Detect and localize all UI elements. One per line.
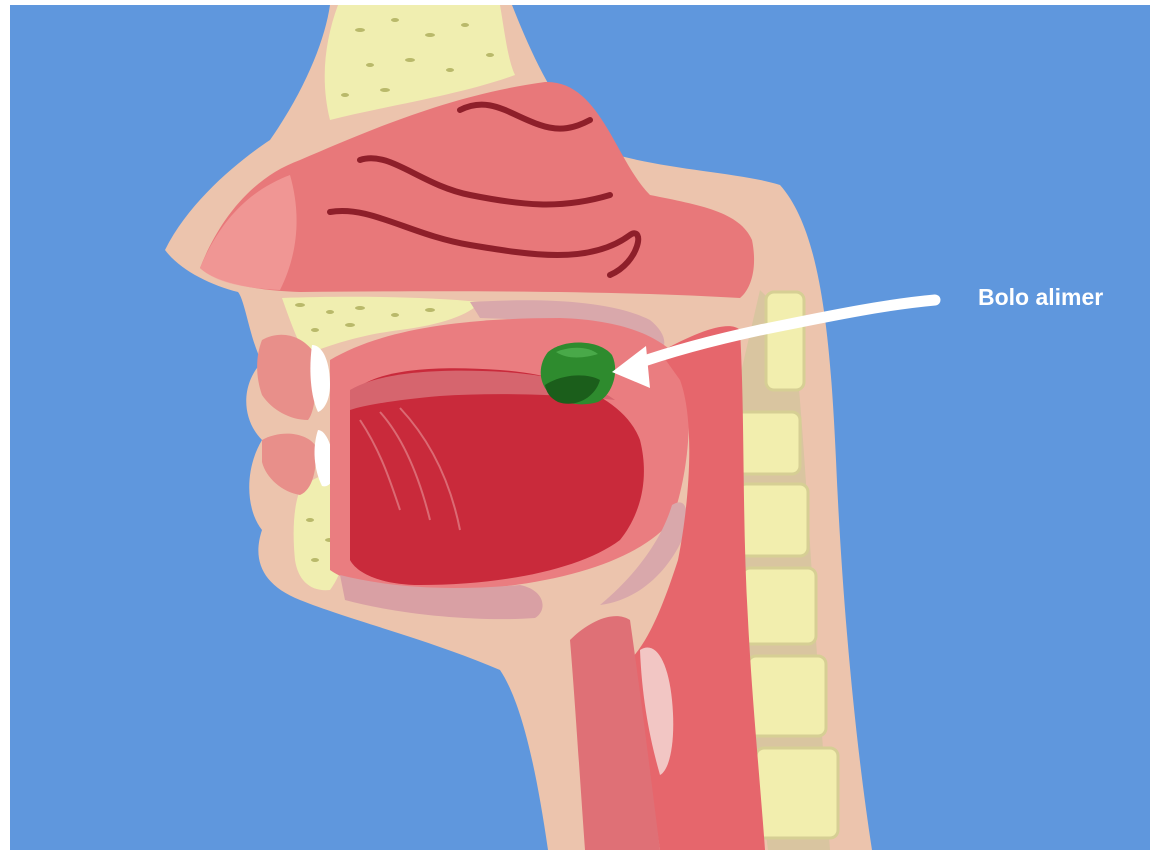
bolus-label: Bolo alimer [978,284,1103,311]
food-bolus [541,343,615,405]
